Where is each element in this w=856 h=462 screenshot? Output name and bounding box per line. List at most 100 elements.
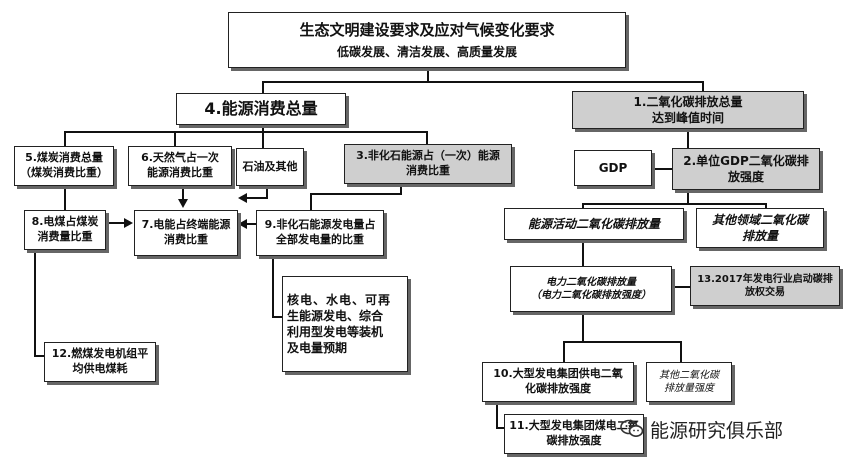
n1-line1: 1.二氧化碳排放总量 — [633, 94, 743, 109]
connector-to-n1 — [702, 81, 704, 91]
connector-to-n5 — [64, 131, 66, 147]
connector-n10-to-n11 — [496, 400, 498, 428]
n6-line2: 能源消费比重 — [147, 166, 213, 179]
oil-label: 石油及其他 — [242, 159, 298, 173]
connector-n9-left — [246, 223, 262, 225]
n3-line2: 消费比重 — [406, 164, 450, 177]
connector-top-down — [427, 66, 429, 82]
energy-activity-co2-box: 能源活动二氧化碳排放量 — [504, 208, 684, 240]
n5-line2: （煤炭消费比重） — [20, 166, 108, 179]
arrow-oil-to-n7 — [238, 193, 247, 203]
connector-n1-down — [687, 128, 689, 150]
oil-other-box: 石油及其他 — [236, 148, 304, 186]
n12-line2: 均供电煤耗 — [72, 362, 128, 375]
n11-coal-power-intensity-box: 11.大型发电集团煤电二氧 碳排放强度 — [504, 414, 644, 454]
top-subtitle: 低碳发展、清洁发展、高质量发展 — [336, 44, 517, 59]
energy-activity-label: 能源活动二氧化碳排放量 — [527, 216, 660, 231]
other-field-line2: 排放量 — [741, 229, 778, 243]
other-int-line1: 其他二氧化碳 — [659, 369, 719, 381]
n10-line2: 化碳排放强度 — [525, 382, 591, 395]
connector-n3-left — [310, 193, 402, 195]
connector-n12-in — [34, 355, 46, 357]
n9-line1: 9.非化石能源发电量占 — [264, 218, 376, 232]
n9-nonfossil-generation-box: 9.非化石能源发电量占 全部发电量的比重 — [256, 210, 384, 256]
n8-power-coal-box: 8.电煤占煤炭 消费量比重 — [24, 210, 106, 250]
n9-line2: 全部发电量的比重 — [276, 233, 364, 246]
connector-n4-down — [262, 122, 264, 132]
n3-nonfossil-box: 3.非化石能源占（一次）能源 消费比重 — [344, 144, 512, 184]
connector-to-other-int — [680, 341, 682, 363]
connector-to-n4 — [262, 81, 264, 93]
top-title: 生态文明建设要求及应对气候变化要求 — [299, 21, 555, 40]
wechat-icon — [620, 419, 644, 439]
connector-n2-down — [687, 190, 689, 204]
connector-power-horizontal — [563, 341, 681, 343]
n11-line2: 碳排放强度 — [546, 434, 602, 447]
arrow-n6-to-n7 — [178, 199, 188, 208]
connector-nuclear-in — [272, 316, 284, 318]
other-int-line2: 排放量强度 — [664, 383, 714, 394]
n13-line1: 13.2017年发电行业启动碳排 — [697, 273, 833, 285]
connector-power-down — [582, 312, 584, 342]
power-co2-box: 电力二氧化碳排放量 （电力二氧化碳排放强度） — [510, 266, 672, 312]
n13-emission-trading-box: 13.2017年发电行业启动碳排 放权交易 — [690, 266, 840, 306]
nuclear-line1: 核电、水电、可再 — [287, 292, 392, 307]
nuclear-line3: 利用型发电等装机 — [287, 325, 384, 339]
gdp-label: GDP — [598, 160, 628, 175]
n7-line1: 7.电能占终端能源 — [141, 218, 231, 232]
connector-to-n10 — [563, 341, 565, 363]
connector-to-n6 — [174, 131, 176, 147]
connector-main-horizontal — [262, 81, 704, 83]
n8-line2: 消费量比重 — [37, 230, 93, 243]
nuclear-line2: 生能源发电、综合 — [287, 308, 384, 323]
connector-energy-down — [582, 238, 584, 266]
n5-line1: 5.煤炭消费总量 — [25, 151, 103, 165]
connector-n8-to-n12 — [34, 250, 36, 356]
connector-gdp-n2 — [652, 168, 674, 170]
connector-to-energy-act — [582, 203, 584, 208]
n1-co2-peak-box: 1.二氧化碳排放总量 达到峰值时间 — [572, 91, 804, 129]
watermark-text: 能源研究俱乐部 — [650, 419, 784, 442]
connector-n6-down — [182, 186, 184, 200]
nuclear-line4: 及电量预期 — [287, 341, 348, 356]
connector-n4-horizontal — [64, 131, 427, 133]
n7-electricity-share-box: 7.电能占终端能源 消费比重 — [134, 210, 238, 256]
connector-n3-to-n9 — [310, 193, 312, 210]
power-line1: 电力二氧化碳排放量 — [546, 276, 636, 288]
connector-n2-horizontal — [582, 203, 766, 205]
connector-to-other-field — [765, 203, 767, 208]
other-field-line1: 其他领域二氧化碳 — [711, 212, 808, 227]
n6-line1: 6.天然气占一次 — [141, 151, 219, 165]
n4-label: 4.能源消费总量 — [204, 99, 318, 119]
connector-n9-to-nuclear — [272, 255, 274, 317]
connector-n8-right — [106, 222, 126, 224]
connector-power-n13 — [670, 286, 692, 288]
watermark: 能源研究俱乐部 — [620, 414, 850, 444]
n8-line1: 8.电煤占煤炭 — [31, 215, 99, 229]
other-field-co2-box: 其他领域二氧化碳 排放量 — [696, 208, 824, 248]
n13-line2: 放权交易 — [745, 287, 785, 298]
n4-energy-consumption-box: 4.能源消费总量 — [176, 93, 346, 125]
connector-n3-down — [400, 184, 402, 194]
n2-co2-intensity-box: 2.单位GDP二氧化碳排 放强度 — [672, 148, 820, 190]
n12-line1: 12.燃煤发电机组平 — [51, 347, 149, 361]
n10-group-intensity-box: 10.大型发电集团供电二氧 化碳排放强度 — [482, 362, 634, 402]
connector-to-n3 — [426, 131, 428, 145]
other-co2-intensity-box: 其他二氧化碳 排放量强度 — [646, 362, 732, 402]
connector-n5-down — [64, 186, 66, 212]
connector-n11-in — [496, 427, 506, 429]
connector-oil-left — [246, 197, 268, 199]
n10-line1: 10.大型发电集团供电二氧 — [493, 367, 623, 381]
connector-to-oil — [262, 131, 264, 149]
n5-coal-box: 5.煤炭消费总量 （煤炭消费比重） — [14, 146, 114, 186]
power-line2: （电力二氧化碳排放强度） — [531, 290, 651, 301]
connector-oil-down — [266, 186, 268, 198]
arrow-n8-to-n7 — [124, 218, 133, 228]
n2-line1: 2.单位GDP二氧化碳排 — [683, 153, 809, 168]
arrow-n9-to-n7 — [238, 219, 247, 229]
n7-line2: 消费比重 — [164, 233, 208, 246]
n11-line1: 11.大型发电集团煤电二氧 — [509, 419, 639, 433]
n2-line2: 放强度 — [727, 170, 764, 184]
top-requirements-box: 生态文明建设要求及应对气候变化要求 低碳发展、清洁发展、高质量发展 — [228, 12, 626, 68]
n3-line1: 3.非化石能源占（一次）能源 — [356, 149, 500, 163]
